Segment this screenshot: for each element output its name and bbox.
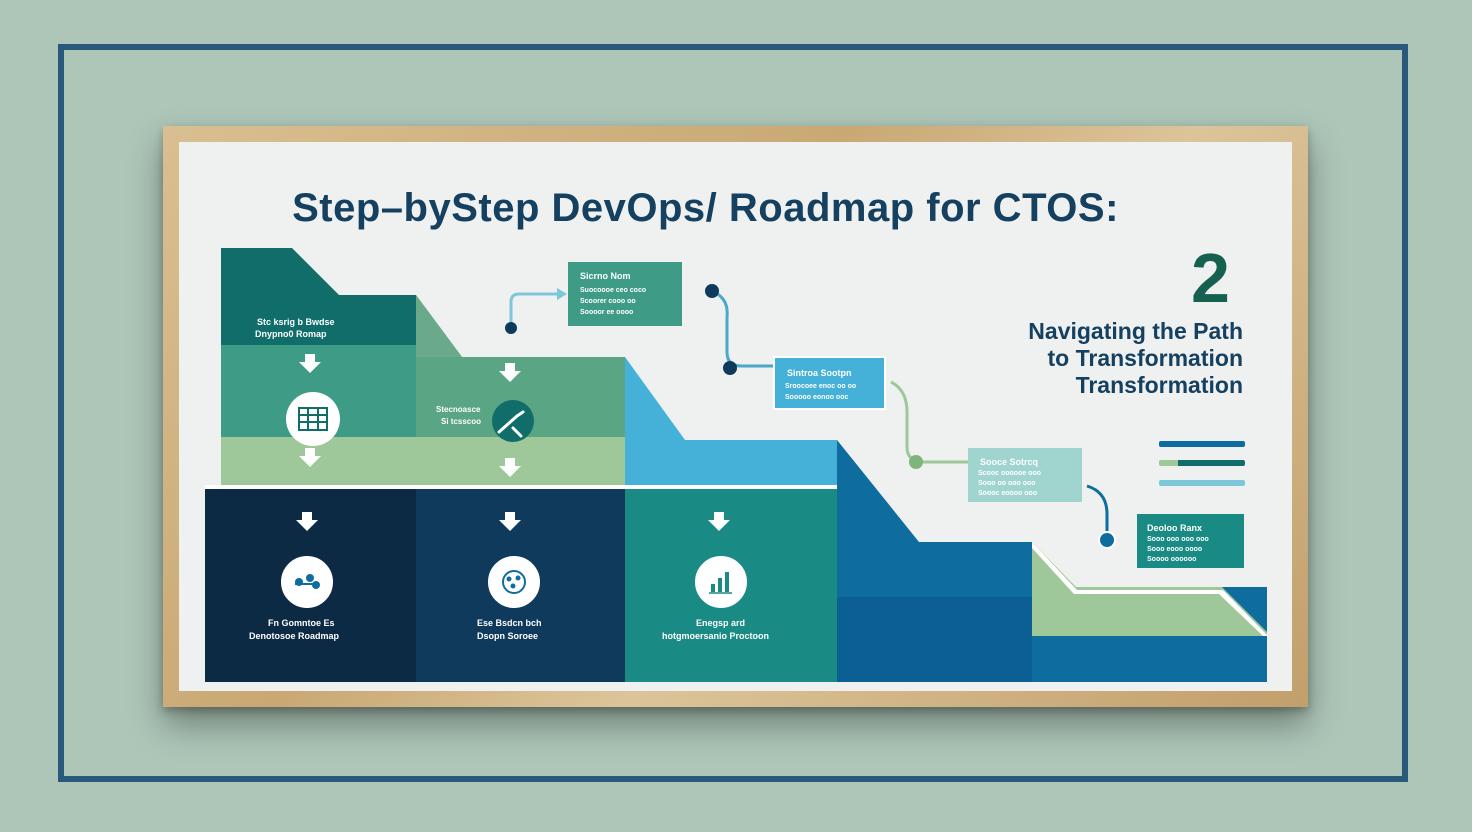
callout-line: Sooo ooo ooo ooo [1147, 536, 1209, 543]
arrow-down-icon [296, 354, 730, 531]
callout-line: Sroocoee enoc oo oo [785, 383, 857, 390]
legend-bar-3 [1159, 480, 1245, 486]
outer-border [58, 44, 1408, 782]
connector-2 [711, 289, 773, 368]
mid-label-line-1: Stecnoasce [436, 405, 481, 414]
callout-line: Sooo oo ooo ooo [978, 480, 1036, 487]
infographic-panel: Step–byStep DevOps/ Roadmap for CTOS: St… [179, 142, 1292, 691]
connector-1-dot [505, 322, 517, 334]
callout-line: Soooc eoooo ooo [978, 490, 1038, 497]
step-column-1-top [221, 248, 416, 345]
callout-box-3: Sooce Sotrcq Scooc oooooe ooo Sooo oo oo… [968, 448, 1082, 502]
bottom-2-label-line-2: Dsopn Soroee [477, 631, 539, 641]
bottom-1-label-line-1: Fn Gomntoe Es [268, 618, 335, 628]
connector-4-dot [1098, 531, 1116, 549]
picture-frame: Step–byStep DevOps/ Roadmap for CTOS: St… [163, 126, 1308, 707]
step-column-2-top [416, 295, 625, 437]
callout-line: Scooc oooooe ooo [978, 470, 1041, 477]
separator-line [205, 485, 837, 489]
staircase-diagram [205, 248, 1268, 682]
step-number: 2 [1191, 239, 1230, 317]
table-icon [286, 392, 340, 446]
page-title: Step–byStep DevOps/ Roadmap for CTOS: [292, 186, 1119, 230]
connector-2-dot-end [723, 361, 737, 375]
step-column-3-sky [625, 357, 837, 485]
subtitle-line-1: Navigating the Path [1028, 318, 1243, 344]
callout-box-1: Sicrno Nom Suocoooe ceo coco Scoorer coo… [568, 262, 682, 326]
callout-line: Suocoooe ceo coco [580, 287, 647, 294]
network-icon [279, 554, 335, 610]
callout-title: Sintroa Sootpn [787, 368, 852, 378]
bottom-2-label-line-1: Ese Bsdcn bch [477, 618, 542, 628]
subtitle-line-3: Transformation [1075, 372, 1243, 398]
callout-box-2: Sintroa Sootpn Sroocoee enoc oo oo Soooo… [773, 356, 886, 410]
callout-line: Soooor ee oooo [580, 309, 634, 316]
tools-icon [492, 400, 534, 442]
callout-title: Sicrno Nom [580, 271, 631, 281]
callout-line: Soooo oooooo [1147, 556, 1197, 563]
callout-line: Sooo eooo oooo [1147, 546, 1203, 553]
step-column-4-deep [837, 597, 1032, 682]
callout-title: Sooce Sotrcq [980, 457, 1039, 467]
connector-2-dot-start [705, 284, 719, 298]
block-label-line-1: Stc ksrig b Bwdse [257, 317, 335, 327]
connector-1-arrowhead [557, 288, 567, 300]
callout-title: Deoloo Ranx [1147, 523, 1203, 533]
mid-label-line-2: Si tcsscoo [441, 417, 482, 426]
block-label-line-2: Dnypno0 Romap [255, 329, 327, 339]
bottom-3-label-line-1: Enegsp ard [696, 618, 746, 628]
connector-3 [890, 380, 969, 464]
callout-line: Scoorer cooo oo [580, 298, 636, 305]
callout-line: Sooooo eonoo ooc [785, 394, 849, 401]
step-column-2-upper [416, 295, 462, 357]
connector-4 [1086, 484, 1109, 540]
bar-chart-icon [693, 554, 749, 610]
bottom-3-label-line-2: hotgmoersanio Proctoon [662, 631, 770, 641]
bottom-1-label-line-2: Denotosoe Roadmap [249, 631, 340, 641]
step-column-5-green [1032, 542, 1267, 636]
subtitle: Navigating the Path to Transformation Tr… [1028, 318, 1243, 399]
connector-3-dot [909, 455, 923, 469]
step-column-5-base [1032, 636, 1267, 682]
legend-bar-1 [1159, 441, 1245, 447]
globe-icon [486, 554, 542, 610]
step-column-2-low [416, 437, 625, 485]
callout-box-4: Deoloo Ranx Sooo ooo ooo ooo Sooo eooo o… [1137, 514, 1244, 568]
connector-1 [509, 292, 557, 328]
legend-bar-2 [1159, 460, 1245, 466]
subtitle-line-2: to Transformation [1047, 345, 1243, 371]
